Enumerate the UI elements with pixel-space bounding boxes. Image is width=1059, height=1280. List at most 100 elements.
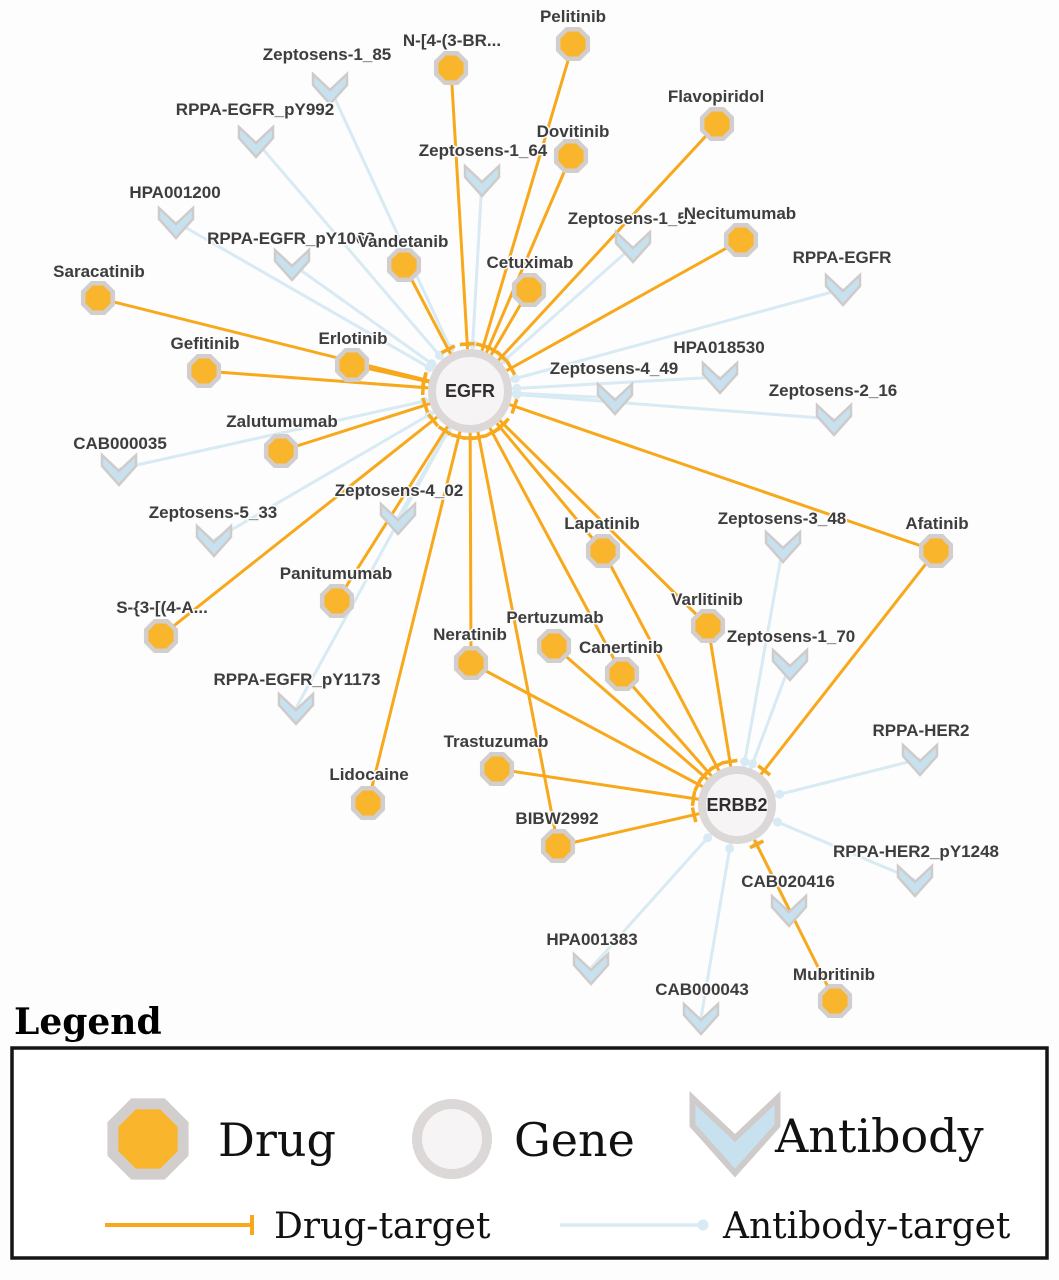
node-label-canertinib: Canertinib bbox=[579, 638, 663, 657]
edge-cap-tee bbox=[697, 769, 711, 783]
edge-cap-tee bbox=[427, 413, 440, 428]
edge-cap-tee bbox=[437, 425, 453, 437]
antibody-icon-zeptosens-1-64 bbox=[463, 163, 501, 198]
edge-cap-dot bbox=[775, 789, 785, 799]
legend-drug-target-label: Drug-target bbox=[274, 1206, 491, 1247]
antibody-icon-rppa-her2 bbox=[901, 742, 939, 777]
node-label-zeptosens-2-16: Zeptosens-2_16 bbox=[769, 381, 898, 400]
node-label-lapatinib: Lapatinib bbox=[564, 514, 640, 533]
antibody-icon-hpa001383 bbox=[572, 951, 610, 986]
edge-necitumumab-egfr bbox=[469, 238, 742, 393]
antibody-icon-zeptosens-1-70 bbox=[771, 647, 809, 682]
drug-node-lidocaine bbox=[350, 785, 386, 821]
edge-saracatinib-egfr bbox=[97, 296, 471, 393]
layer-labels: Zeptosens-1_85RPPA-EGFR_pY992HPA001200RP… bbox=[52, 6, 1001, 1001]
node-label-zeptosens-4-02: Zeptosens-4_02 bbox=[335, 481, 464, 500]
node-label-rppa-her2-py1248: RPPA-HER2_pY1248 bbox=[833, 842, 999, 861]
node-label-egfr: EGFR bbox=[445, 381, 495, 401]
drug-node-necitumumab bbox=[723, 222, 759, 258]
edge-cap-dot bbox=[510, 374, 520, 384]
edge-afatinib-erbb2 bbox=[735, 550, 938, 806]
edge-cap-tee bbox=[722, 758, 738, 765]
edge-cap-tee bbox=[420, 373, 428, 389]
edge-lidocaine-egfr bbox=[366, 390, 472, 804]
node-label-cab000035: CAB000035 bbox=[73, 434, 167, 453]
antibody-icon-zeptosens-3-48 bbox=[764, 529, 802, 564]
node-label-vandetanib: Vandetanib bbox=[358, 232, 449, 251]
node-label-hpa001200: HPA001200 bbox=[129, 183, 220, 202]
node-label-afatinib: Afatinib bbox=[905, 514, 968, 533]
drug-node-panitumumab bbox=[319, 583, 355, 619]
edge-cap-tee bbox=[757, 764, 772, 777]
node-label-pertuzumab: Pertuzumab bbox=[506, 608, 603, 627]
edge-rppa-egfr-egfr bbox=[469, 287, 844, 393]
edge-trastuzumab-erbb2 bbox=[496, 767, 738, 807]
antibody-icon-zeptosens-1-51 bbox=[614, 229, 652, 264]
edge-afatinib-egfr bbox=[469, 389, 937, 553]
drug-node-dovitinib bbox=[553, 138, 589, 174]
drug-node-afatinib bbox=[918, 533, 954, 569]
edge-dovitinib-egfr bbox=[468, 155, 573, 392]
edge-neratinib-erbb2 bbox=[470, 661, 738, 807]
edge-cap-tee bbox=[749, 839, 765, 850]
node-label-pelitinib: Pelitinib bbox=[540, 7, 606, 26]
edge-varlitinib-egfr bbox=[468, 389, 710, 628]
antibody-icon-rppa-egfr-py1068 bbox=[273, 247, 311, 282]
antibody-icon-cab020416 bbox=[770, 893, 808, 928]
node-label-neratinib: Neratinib bbox=[433, 625, 507, 644]
edge-cap-tee bbox=[421, 397, 430, 413]
node-label-flavopiridol: Flavopiridol bbox=[668, 87, 764, 106]
node-label-rppa-egfr-py1068: RPPA-EGFR_pY1068 bbox=[207, 229, 375, 248]
node-label-hpa018530: HPA018530 bbox=[673, 338, 764, 357]
edge-n4-3br-egfr bbox=[449, 67, 472, 392]
drug-node-pertuzumab bbox=[536, 628, 572, 664]
drug-node-varlitinib bbox=[690, 608, 726, 644]
layer-nodes bbox=[80, 26, 954, 1036]
edge-cap-dot bbox=[427, 359, 437, 369]
legend-antibody-icon bbox=[689, 1091, 781, 1178]
edge-zeptosens-2-16-egfr bbox=[469, 389, 835, 421]
antibody-icon-cab000043 bbox=[682, 1001, 720, 1036]
edge-cab000035-egfr bbox=[118, 389, 471, 471]
node-label-dovitinib: Dovitinib bbox=[537, 122, 610, 141]
drug-node-flavopiridol bbox=[699, 106, 735, 142]
drug-node-vandetanib bbox=[386, 247, 422, 283]
node-label-cab000043: CAB000043 bbox=[655, 980, 749, 999]
node-label-zeptosens-1-85: Zeptosens-1_85 bbox=[263, 45, 392, 64]
drug-node-n4-3br bbox=[433, 50, 469, 86]
edge-cap-tee bbox=[510, 398, 519, 414]
edge-cap-tee bbox=[505, 360, 517, 376]
edge-cap-tee bbox=[690, 807, 698, 823]
drug-node-gefitinib bbox=[186, 353, 222, 389]
node-label-rppa-egfr-py1173: RPPA-EGFR_pY1173 bbox=[214, 670, 381, 689]
legend-gene-label: Gene bbox=[514, 1113, 635, 1167]
node-label-zalutumumab: Zalutumumab bbox=[226, 412, 337, 431]
node-label-trastuzumab: Trastuzumab bbox=[444, 732, 549, 751]
edge-cap-dot bbox=[740, 757, 750, 767]
node-label-rppa-egfr: RPPA-EGFR bbox=[793, 248, 892, 267]
node-label-rppa-egfr-py992: RPPA-EGFR_pY992 bbox=[176, 100, 334, 119]
edge-cap-dot bbox=[773, 817, 782, 827]
edge-flavopiridol-egfr bbox=[468, 122, 719, 393]
gene-node-erbb2 bbox=[698, 766, 776, 844]
legend-antibody-label: Antibody bbox=[774, 1109, 984, 1163]
edge-cap-dot bbox=[703, 833, 713, 843]
node-label-zeptosens-5-33: Zeptosens-5_33 bbox=[149, 503, 278, 522]
edge-cap-tee bbox=[496, 417, 510, 431]
node-label-zeptosens-1-51: Zeptosens-1_51 bbox=[568, 209, 697, 228]
edge-canertinib-egfr bbox=[468, 390, 624, 675]
drug-node-lapatinib bbox=[585, 533, 621, 569]
layer-edges bbox=[97, 43, 938, 1019]
antibody-icon-rppa-her2-py1248 bbox=[896, 863, 934, 898]
node-label-erbb2: ERBB2 bbox=[706, 795, 767, 815]
edge-bibw2992-egfr bbox=[468, 390, 560, 847]
node-label-zeptosens-4-49: Zeptosens-4_49 bbox=[550, 359, 679, 378]
node-label-cetuximab: Cetuximab bbox=[487, 253, 574, 272]
node-label-zeptosens-1-64: Zeptosens-1_64 bbox=[419, 141, 548, 160]
edge-cap-tee bbox=[484, 427, 500, 438]
node-label-bibw2992: BIBW2992 bbox=[515, 809, 598, 828]
node-label-zeptosens-3-48: Zeptosens-3_48 bbox=[718, 509, 847, 528]
antibody-icon-zeptosens-5-33 bbox=[195, 523, 233, 558]
